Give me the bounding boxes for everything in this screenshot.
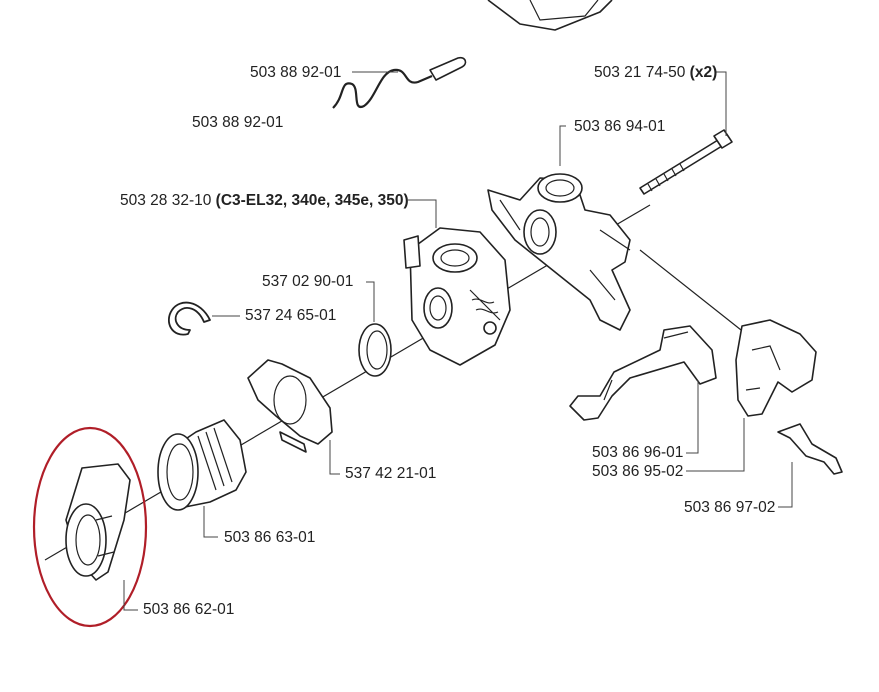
label-gasket: 537 02 90-01 bbox=[262, 273, 354, 290]
carb-holder bbox=[487, 173, 631, 331]
leader-lever bbox=[686, 380, 699, 454]
label-wire-top: 503 88 92-01 bbox=[250, 64, 342, 81]
leader-boot bbox=[203, 506, 218, 538]
throttle-wire bbox=[332, 68, 433, 109]
highlight-circle bbox=[32, 426, 148, 628]
carburetor bbox=[403, 227, 511, 366]
label-lever: 503 86 96-01 bbox=[592, 444, 684, 461]
label-lever2: 503 86 95-02 bbox=[592, 463, 684, 480]
label-boot: 503 86 63-01 bbox=[224, 529, 316, 546]
leader-guard bbox=[778, 462, 793, 508]
intake-boot bbox=[157, 419, 247, 511]
wire-end bbox=[429, 56, 467, 81]
label-wire-bottom: 503 88 92-01 bbox=[192, 114, 284, 131]
leader-flange bbox=[123, 580, 138, 611]
bolt bbox=[639, 129, 733, 195]
snap-ring bbox=[167, 301, 211, 336]
leader-lever2 bbox=[686, 418, 745, 472]
trigger-part bbox=[735, 319, 817, 417]
leader-clamp bbox=[329, 440, 340, 475]
label-clamp: 537 42 21-01 bbox=[345, 465, 437, 482]
leader-gasket bbox=[366, 281, 375, 322]
leader-holder bbox=[559, 125, 566, 166]
label-clip: 537 24 65-01 bbox=[245, 307, 337, 324]
intake-flange bbox=[65, 463, 131, 581]
housing-edge bbox=[487, 0, 613, 31]
leader-bolt bbox=[716, 71, 727, 136]
gasket bbox=[358, 323, 392, 377]
label-carb: 503 28 32-10 (C3-EL32, 340e, 345e, 350) bbox=[120, 192, 409, 209]
throttle-lever bbox=[569, 325, 717, 421]
label-guard: 503 86 97-02 bbox=[684, 499, 776, 516]
label-flange: 503 86 62-01 bbox=[143, 601, 235, 618]
clamp bbox=[247, 359, 333, 453]
label-holder: 503 86 94-01 bbox=[574, 118, 666, 135]
spring-part bbox=[777, 423, 843, 475]
leader-carb bbox=[408, 199, 437, 228]
label-bolt: 503 21 74-50 (x2) bbox=[594, 64, 718, 81]
assembly-axis-2 bbox=[639, 249, 761, 346]
